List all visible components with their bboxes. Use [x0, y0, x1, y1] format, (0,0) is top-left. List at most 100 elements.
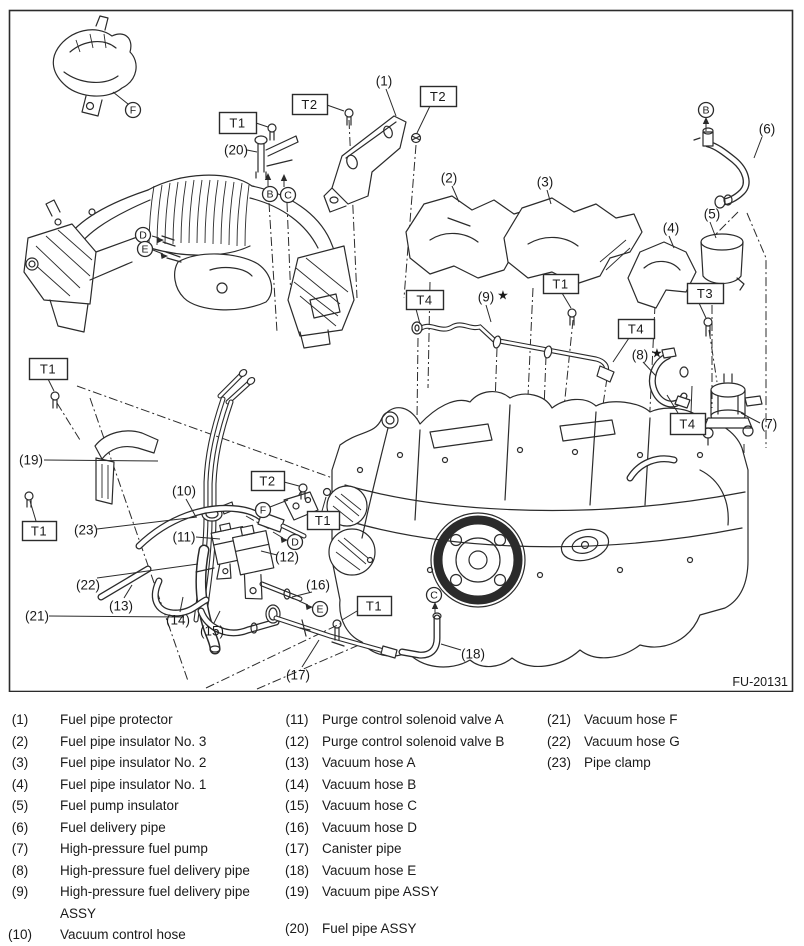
legend-item-number: (7) — [11, 841, 29, 856]
legend-item-number: (20) — [284, 920, 309, 936]
svg-text:(22): (22) — [76, 578, 100, 593]
legend-item-number: (11) — [285, 712, 309, 727]
svg-text:C: C — [284, 190, 292, 202]
fuel-pipe-protector — [323, 115, 407, 213]
legend-item-18: (18)Vacuum hose E — [279, 860, 537, 882]
legend-item-label: High-pressure fuel pump — [60, 841, 208, 856]
legend-item-8: (8)High-pressure fuel delivery pipe — [2, 860, 274, 882]
part-callout-9: (9)★ — [478, 288, 509, 305]
legend-item-label: Vacuum hose A — [322, 755, 416, 770]
fuel-pipe-assy — [254, 135, 299, 179]
svg-text:B: B — [266, 189, 273, 201]
part-callout-5: (5) — [704, 207, 721, 222]
leader-lines — [29, 88, 763, 668]
legend-item-22: (22)Vacuum hose G — [541, 731, 799, 753]
legend-item-9: (9)High-pressure fuel delivery pipe ASSY — [2, 881, 274, 924]
legend-item-number: (17) — [284, 841, 309, 856]
part-callout-22: (22) — [76, 578, 100, 593]
part-callout-11: (11) — [172, 530, 195, 545]
svg-text:(5): (5) — [704, 207, 721, 222]
legend-column-2: (11) Purge control solenoid valve A (12)Pu… — [279, 709, 537, 939]
vacuum-pipe-assy — [94, 368, 256, 655]
torque-box-t2: T2 — [250, 470, 286, 492]
part-callout-1: (1) — [376, 74, 393, 89]
letter-circle-c: C — [425, 586, 443, 604]
letter-circle-d: D — [134, 226, 152, 244]
legend-item-3: (3)Fuel pipe insulator No. 2 — [2, 752, 274, 774]
hp-fuel-delivery-pipe-assy — [411, 321, 615, 383]
torque-box-t1: T1 — [356, 595, 393, 617]
svg-text:(3): (3) — [537, 175, 554, 190]
legend-item-17: (17) Canister pipe — [279, 838, 537, 860]
part-callout-16: (16) — [306, 578, 330, 593]
torque-box-t1: T1 — [306, 510, 341, 531]
torque-box-t2: T2 — [291, 93, 329, 116]
letter-circle-f: F — [124, 101, 142, 119]
svg-text:(23): (23) — [74, 523, 98, 538]
svg-text:T2: T2 — [301, 97, 317, 112]
svg-text:T4: T4 — [416, 293, 432, 308]
svg-text:T2: T2 — [259, 474, 275, 489]
legend-item-19: (19)Vacuum pipe ASSY — [279, 881, 537, 903]
legend-item-number: (23) — [546, 755, 571, 770]
vacuum-hoses — [97, 504, 442, 659]
torque-box-t3: T3 — [686, 282, 725, 305]
legend-item-number: (13) — [284, 755, 309, 770]
svg-text:(19): (19) — [19, 453, 43, 468]
legend-item-20: (20)Fuel pipe ASSY — [279, 918, 537, 940]
direction-arrows — [151, 117, 710, 614]
legend-item-label: Vacuum hose B — [322, 776, 417, 792]
legend-item-11: (11) Purge control solenoid valve A — [279, 709, 537, 731]
star-icon: ★ — [651, 346, 663, 361]
part-callout-3: (3) — [537, 175, 554, 190]
legend-item-10: (10)Vacuum control hose — [2, 924, 274, 946]
fuel-pipe-insulator-2 — [503, 197, 643, 285]
svg-text:E: E — [141, 244, 148, 256]
part-callout-10: (10) — [172, 484, 196, 499]
svg-text:T1: T1 — [40, 362, 56, 377]
part-callout-2: (2) — [441, 171, 458, 186]
svg-text:(21): (21) — [25, 609, 49, 624]
part-callout-4: (4) — [663, 221, 680, 236]
svg-text:C: C — [430, 590, 438, 602]
legend-item-label: Canister pipe — [322, 841, 402, 856]
svg-text:(8): (8) — [632, 348, 649, 363]
high-pressure-fuel-delivery-pipe — [649, 347, 691, 409]
svg-text:E: E — [316, 604, 323, 616]
torque-box-t4: T4 — [405, 289, 445, 311]
legend-item-label: Purge control solenoid valve A — [322, 712, 504, 727]
letter-circle-b: B — [697, 101, 715, 119]
purge-control-solenoid-valve-b — [232, 524, 275, 600]
legend-item-16: (16)Vacuum hose D — [279, 817, 537, 839]
legend-item-label: Fuel pipe insulator No. 2 — [60, 755, 207, 770]
torque-box-t1: T1 — [542, 273, 580, 295]
letter-circle-e: E — [311, 600, 329, 618]
svg-text:T1: T1 — [31, 524, 47, 539]
legend-item-number: (5) — [11, 798, 29, 813]
torque-box-t1: T1 — [218, 111, 258, 135]
part-callout-21: (21) — [25, 609, 49, 624]
svg-text:(11): (11) — [172, 530, 195, 545]
part-callout-20: (20) — [224, 143, 248, 158]
svg-text:T1: T1 — [366, 599, 382, 614]
legend-item-number: (8) — [11, 862, 29, 878]
figure-code: FU-20131 — [732, 675, 788, 689]
legend-item-number: (2) — [11, 733, 29, 749]
part-callout-6: (6) — [759, 122, 776, 137]
part-callout-8: (8)★ — [632, 346, 663, 363]
legend-item-12: (12)Purge control solenoid valve B — [279, 731, 537, 753]
part-callout-12: (12) — [275, 550, 299, 565]
torque-box-t4: T4 — [617, 318, 656, 340]
part-callout-14: (14) — [166, 613, 190, 628]
part-callout-7: (7) — [761, 417, 778, 432]
svg-text:(12): (12) — [275, 550, 299, 565]
svg-text:(7): (7) — [761, 417, 778, 432]
legend-item-4: (4)Fuel pipe insulator No. 1 — [2, 774, 274, 796]
legend-item-label: Fuel pipe insulator No. 3 — [60, 733, 207, 749]
fuel-delivery-pipe — [693, 127, 750, 209]
svg-text:(10): (10) — [172, 484, 196, 499]
legend-item-7: (7) High-pressure fuel pump — [2, 838, 274, 860]
svg-text:T1: T1 — [229, 116, 245, 131]
legend-item-label: Fuel pump insulator — [60, 798, 179, 813]
